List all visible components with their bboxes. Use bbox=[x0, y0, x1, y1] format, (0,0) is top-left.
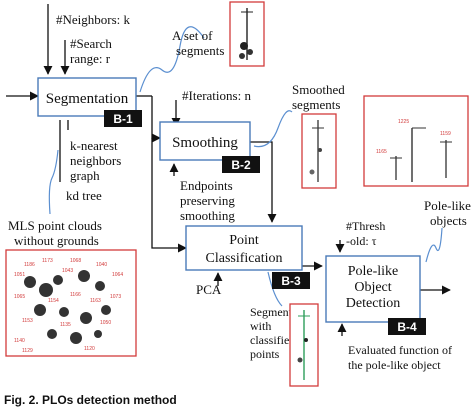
cluster-id-label: 1166 bbox=[70, 292, 81, 298]
smoothing-tag: B-2 bbox=[231, 158, 251, 172]
classification-tag-bg bbox=[272, 272, 310, 289]
cluster-id-label: 1068 bbox=[70, 258, 81, 264]
callout-mls bbox=[48, 149, 59, 215]
smoothing-tag-bg bbox=[222, 156, 260, 173]
thumbnail-mls-point-cloud: 1186 1173 1068 1040 1051 1043 1064 1065 … bbox=[5, 249, 137, 357]
cluster-id-label: 1064 bbox=[112, 272, 123, 278]
iterations-label: #Iterations: n bbox=[182, 88, 251, 103]
cluster-id-label: 1051 bbox=[14, 272, 25, 278]
set-of-segments-label-1: A set of bbox=[172, 28, 213, 43]
cluster-id-label: 1120 bbox=[84, 346, 95, 352]
cluster-id-label: 1073 bbox=[110, 294, 121, 300]
segmentation-label: Segmentation bbox=[46, 91, 129, 107]
evaluated-label-1: Evaluated function of bbox=[348, 343, 452, 357]
detection-label-3: Detection bbox=[346, 296, 400, 311]
search-range-label-2: range: r bbox=[70, 51, 111, 66]
mls-label-1: MLS point clouds bbox=[8, 218, 102, 233]
kdtree-label: kd tree bbox=[66, 188, 102, 203]
classified-label-2: with bbox=[250, 319, 271, 333]
segmentation-box bbox=[37, 77, 137, 117]
pole-like-label-1: Pole-like bbox=[424, 198, 471, 213]
smoothed-label-2: segments bbox=[292, 97, 340, 112]
block-point-classification: Point Classification B-3 bbox=[185, 225, 310, 289]
cluster-id-label: 1154 bbox=[48, 298, 59, 304]
detection-label-2: Object bbox=[354, 280, 391, 295]
pole-id-label: 1225 bbox=[398, 119, 409, 125]
output-labels: A set of segments Smoothed segments Pole… bbox=[8, 28, 471, 361]
smoothing-box bbox=[159, 121, 251, 161]
knn-label-1: k-nearest bbox=[70, 138, 118, 153]
detection-label-1: Pole-like bbox=[348, 264, 399, 279]
segmentation-tag: B-1 bbox=[113, 112, 133, 126]
threshold-label-2: -old: τ bbox=[346, 234, 377, 248]
endpoints-label-2: preserving bbox=[180, 193, 235, 208]
thumbnail-set-of-segments bbox=[229, 1, 265, 67]
classified-label-4: points bbox=[250, 347, 280, 361]
pca-label: PCA bbox=[196, 282, 222, 297]
cluster-id-label: 1050 bbox=[100, 320, 111, 326]
block-smoothing: Smoothing B-2 bbox=[159, 121, 260, 173]
segmentation-tag-bg bbox=[104, 110, 142, 127]
classification-tag: B-3 bbox=[281, 274, 301, 288]
cluster-id-label: 1040 bbox=[96, 262, 107, 268]
input-labels: #Neighbors: k #Search range: r #Iteratio… bbox=[56, 12, 452, 372]
callout-classified bbox=[267, 271, 283, 307]
seg-to-classify-arrow bbox=[151, 138, 187, 253]
cluster-id-label: 1129 bbox=[22, 348, 33, 354]
detection-tag: B-4 bbox=[397, 320, 417, 334]
cluster-id-label: 1135 bbox=[60, 322, 71, 328]
classification-label-2: Classification bbox=[206, 251, 283, 266]
cluster-id-label: 1043 bbox=[62, 268, 73, 274]
thumbnail-pole-objects: 1225 1165 1159 bbox=[363, 95, 469, 187]
endpoints-label-3: smoothing bbox=[180, 208, 235, 223]
block-pole-detection: Pole-like Object Detection B-4 bbox=[325, 255, 426, 335]
pole-like-label-2: objects bbox=[430, 213, 467, 228]
detection-box bbox=[325, 255, 421, 323]
smoothing-label: Smoothing bbox=[172, 135, 238, 151]
block-segmentation: Segmentation B-1 bbox=[37, 77, 142, 127]
search-range-label-1: #Search bbox=[70, 36, 112, 51]
thumbnail-smoothed bbox=[301, 113, 337, 189]
mls-label-2: without grounds bbox=[14, 233, 99, 248]
classification-box bbox=[185, 225, 303, 271]
evaluated-label-2: the pole-like object bbox=[348, 358, 441, 372]
threshold-label-1: #Thresh bbox=[346, 219, 385, 233]
smoothed-label-1: Smoothed bbox=[292, 82, 345, 97]
cluster-id-label: 1163 bbox=[90, 298, 101, 304]
classified-label-3: classified bbox=[250, 333, 295, 347]
cluster-id-label: 1173 bbox=[42, 258, 53, 264]
classified-label-1: Segments bbox=[250, 305, 297, 319]
callout-pole-objects bbox=[425, 227, 443, 263]
thumbnail-classified-points bbox=[289, 303, 319, 387]
cluster-id-label: 1065 bbox=[14, 294, 25, 300]
cluster-id-label: 1153 bbox=[22, 318, 33, 324]
thumbnail-frame bbox=[363, 95, 469, 187]
endpoints-label-1: Endpoints bbox=[180, 178, 233, 193]
seg-to-smooth-arrow bbox=[151, 96, 161, 143]
neighbors-label: #Neighbors: k bbox=[56, 12, 131, 27]
callout-smoothed bbox=[253, 110, 293, 148]
connectors bbox=[6, 4, 451, 336]
detection-tag-bg bbox=[388, 318, 426, 335]
smooth-to-classify-arrow bbox=[250, 141, 277, 223]
callout-set-of-segments bbox=[139, 26, 205, 93]
figure-caption: Fig. 2. PLOs detection method bbox=[4, 393, 177, 407]
knn-label-2: neighbors bbox=[70, 153, 121, 168]
set-of-segments-label-2: segments bbox=[176, 43, 224, 58]
cluster-id-label: 1140 bbox=[14, 338, 25, 344]
pole-id-label: 1159 bbox=[440, 131, 451, 137]
knn-label-3: graph bbox=[70, 168, 100, 183]
classification-label-1: Point bbox=[229, 233, 259, 248]
cluster-id-label: 1186 bbox=[24, 262, 35, 268]
pole-id-label: 1165 bbox=[376, 149, 387, 155]
